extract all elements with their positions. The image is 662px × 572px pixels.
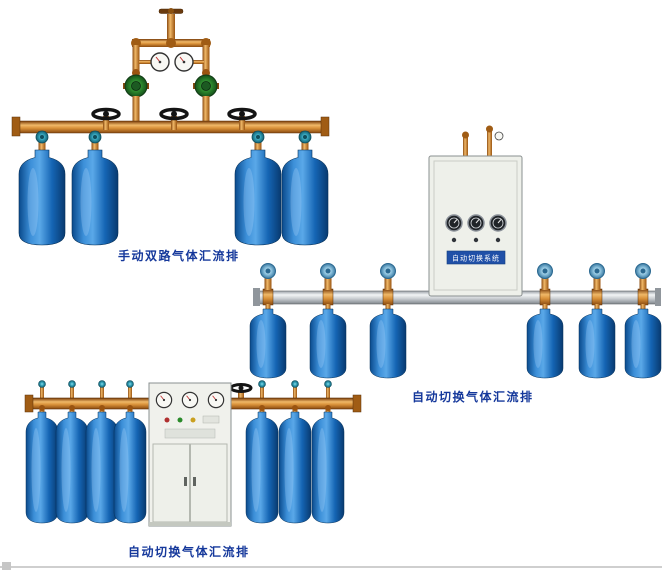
drop-pipe [132,45,140,71]
valve-handwheel-icon [260,263,276,291]
caption-manual-dual-manifold: 手动双路气体汇流排 [118,249,240,263]
gas-cylinder [369,303,407,379]
switch-plate [202,415,220,424]
page-bottom-corner-mark [2,562,11,570]
drop-pipe [202,96,210,123]
caption-auto-switch-wall: 自动切换气体汇流排 [412,390,534,404]
pipe-end-cap [11,116,21,137]
indicator-light [177,417,183,423]
gas-cylinder [309,303,347,379]
gas-cylinder [25,404,59,524]
pipe-end-cap [253,288,260,306]
pressure-gauge-icon [489,214,507,232]
indicator-light [190,417,196,423]
pressure-gauge-icon [174,52,194,72]
label-strip [164,428,216,439]
pipe-end-cap [655,288,661,306]
gas-cylinder [85,404,119,524]
caption-auto-switch-floor: 自动切换气体汇流排 [128,545,250,559]
pipe-end-cap [320,116,330,137]
valve-handwheel-icon [320,263,336,291]
gas-cylinder [113,404,147,524]
pipe-tee [166,38,176,48]
cabinet-nameplate [446,250,506,265]
pressure-gauge-icon [467,214,485,232]
gas-cylinder [18,130,66,246]
indicator-light [164,417,170,423]
gas-cylinder [245,404,279,524]
product-image-auto-switch-floor [24,380,362,527]
pressure-gauge-icon [207,391,225,409]
manifold-pipe [17,120,323,134]
control-cabinet: 自动切换系统 [428,125,523,297]
valve-handwheel-icon [537,263,553,291]
valve-handwheel-icon [380,263,396,291]
gas-cylinder [281,130,329,246]
control-cabinet [148,382,232,527]
drop-pipe [202,45,210,71]
gas-cylinder [526,303,564,379]
valve-handwheel-icon [229,383,253,399]
top-valve-hub [168,8,174,14]
pipe-end-cap [352,394,362,413]
gas-cylinder [234,130,282,246]
pressure-gauge-icon [445,214,463,232]
pressure-regulator-icon [192,74,220,98]
cabinet-base [149,522,231,526]
gas-cylinder [578,303,616,379]
product-image-auto-switch-wall: 自动切换系统 [249,125,662,379]
door-handle [193,477,196,486]
gas-cylinder [311,404,345,524]
cabinet-door [190,443,228,523]
gas-cylinder [71,130,119,246]
gas-cylinder [278,404,312,524]
valve-stubs [38,380,332,399]
gauge-stub [190,60,204,64]
pressure-gauge-icon [155,391,173,409]
valve-handwheel-icon [635,263,651,291]
door-handle [184,477,187,486]
valve-handwheel-icon [589,263,605,291]
pressure-regulator-icon [122,74,150,98]
pressure-gauge-icon [181,391,199,409]
gas-cylinder [55,404,89,524]
pressure-gauge-icon [150,52,170,72]
drop-pipe [132,96,140,123]
feed-pipe [167,14,175,41]
gauge-stub [139,60,153,64]
gas-cylinder [249,303,287,379]
product-image-manual-dual [11,8,330,246]
cabinet-door [152,443,190,523]
page-bottom-divider [0,566,662,568]
gas-cylinder [624,303,662,379]
pipe-end-cap [24,394,34,413]
cabinet-nameplate-text: 自动切换系统 [452,254,500,263]
